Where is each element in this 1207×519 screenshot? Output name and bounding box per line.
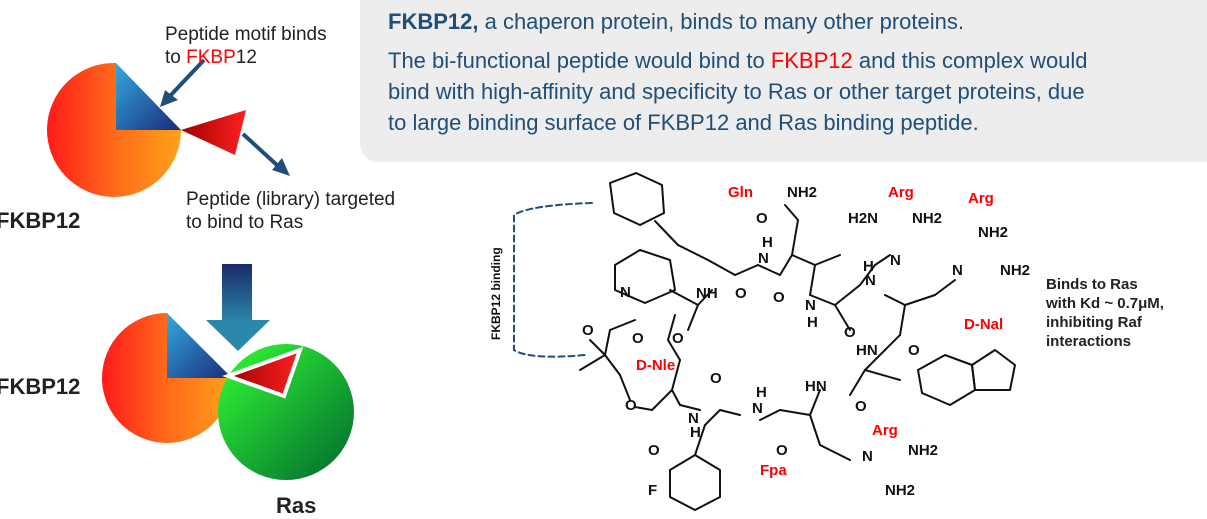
atom-h2n-arg: H2N	[848, 210, 878, 227]
atom-n-3: N	[865, 272, 876, 289]
peptide-triangle-top	[181, 110, 246, 155]
macrocycle-structure: Gln Arg Arg D-Nal D-Nle Arg Fpa NH2 H2N …	[489, 172, 1030, 511]
fkbp12-pocket-top	[116, 63, 181, 130]
motif-12: 12	[235, 47, 257, 68]
residue-gln: Gln	[728, 184, 753, 201]
binding-note: Binds to Ras with Kd ~ 0.7μM, inhibiting…	[1046, 275, 1164, 351]
atom-o-5: O	[908, 342, 920, 359]
motif-to: to	[165, 47, 187, 68]
atom-n-6: N	[862, 448, 873, 465]
fkbp12-pocket-bottom	[167, 313, 232, 378]
down-arrow-head	[206, 320, 270, 351]
atom-h-4: H	[690, 424, 701, 441]
atom-h-5: H	[756, 384, 767, 401]
atom-o-9: O	[625, 397, 637, 414]
binding-note-line-3: inhibiting Raf	[1046, 314, 1142, 331]
atom-nh2-7: NH2	[885, 482, 915, 499]
fkbp-ras-schematic	[47, 58, 354, 480]
motif-label-line-2: to FKBP12	[165, 46, 327, 69]
panel-line-2-b: and this complex would	[852, 48, 1088, 73]
binding-note-line-4: interactions	[1046, 333, 1132, 350]
atom-h-1: H	[762, 234, 773, 251]
motif-label: Peptide motif binds to FKBP12	[165, 23, 327, 69]
fkbp-binding-label: FKBP12 binding	[489, 247, 503, 340]
ras-label: Ras	[276, 493, 317, 518]
atom-hn-2: HN	[805, 378, 827, 395]
panel-line-1: FKBP12, a chaperon protein, binds to man…	[388, 8, 964, 35]
atom-nh2-6: NH2	[908, 442, 938, 459]
atom-o-12: O	[776, 442, 788, 459]
atom-o-13: O	[855, 398, 867, 415]
atom-nh2-gln: NH2	[787, 184, 817, 201]
atom-o-6: O	[582, 322, 594, 339]
fkbp12-label-bottom: FKBP12	[0, 374, 81, 399]
atom-nh2-arg2: NH2	[1000, 262, 1030, 279]
fkbp12-label-top: FKBP12	[0, 208, 81, 233]
residue-dnal: D-Nal	[964, 316, 1003, 333]
atom-n-4: N	[688, 410, 699, 427]
library-label-line-1: Peptide (library) targeted	[186, 189, 396, 210]
residue-fpa: Fpa	[760, 462, 787, 479]
atom-n-arg2: N	[952, 262, 963, 279]
atom-hn-1: HN	[856, 342, 878, 359]
atom-o-4: O	[844, 324, 856, 341]
panel-line-2-red: FKBP12	[770, 48, 853, 73]
atom-nh2-arg: NH2	[912, 210, 942, 227]
panel-line-3: bind with high-affinity and specificity …	[388, 79, 1085, 104]
panel-fkbp-bold: FKBP12,	[388, 9, 479, 34]
atom-n-pip: N	[620, 284, 631, 301]
atom-n-5: N	[752, 400, 763, 417]
library-label-line-2: to bind to Ras	[186, 212, 304, 233]
description-panel	[360, 0, 1207, 162]
residue-arg-3: Arg	[872, 422, 898, 439]
atom-o-gln: O	[756, 210, 768, 227]
down-arrow-shaft	[222, 264, 252, 322]
atom-o-3: O	[773, 289, 785, 306]
atom-n-2: N	[805, 297, 816, 314]
atom-o-7: O	[632, 330, 644, 347]
binding-note-line-2: with Kd ~ 0.7μM,	[1046, 295, 1164, 312]
atom-f: F	[648, 482, 657, 499]
atom-o-11: O	[710, 370, 722, 387]
motif-label-line-1: Peptide motif binds	[165, 24, 327, 45]
atom-o-8: O	[672, 330, 684, 347]
panel-line-2-a: The bi-functional peptide would bind to	[388, 48, 771, 73]
motif-fkbp-red: FKBP	[186, 47, 236, 68]
atom-nh2-arg2-top: NH2	[978, 224, 1008, 241]
peptide-triangle-bottom	[222, 346, 304, 399]
atom-n-arg1: N	[890, 252, 901, 269]
binding-note-line-1: Binds to Ras	[1046, 276, 1138, 293]
atom-h-2: H	[807, 314, 818, 331]
panel-line-1-text: a chaperon protein, binds to many other …	[478, 9, 964, 34]
fkbp12-pie-top	[47, 62, 182, 197]
atom-o-10: O	[648, 442, 660, 459]
atom-h-3: H	[863, 258, 874, 275]
atom-n-1: N	[758, 250, 769, 267]
residue-arg-2: Arg	[968, 190, 994, 207]
panel-line-2: The bi-functional peptide would bind to …	[388, 47, 1088, 74]
residue-arg-1: Arg	[888, 184, 914, 201]
atom-o-2: O	[735, 285, 747, 302]
residue-dnle: D-Nle	[636, 357, 675, 374]
library-label: Peptide (library) targeted to bind to Ra…	[186, 188, 395, 234]
panel-line-4: to large binding surface of FKBP12 and R…	[388, 110, 979, 135]
atom-nh-1: NH	[696, 285, 718, 302]
